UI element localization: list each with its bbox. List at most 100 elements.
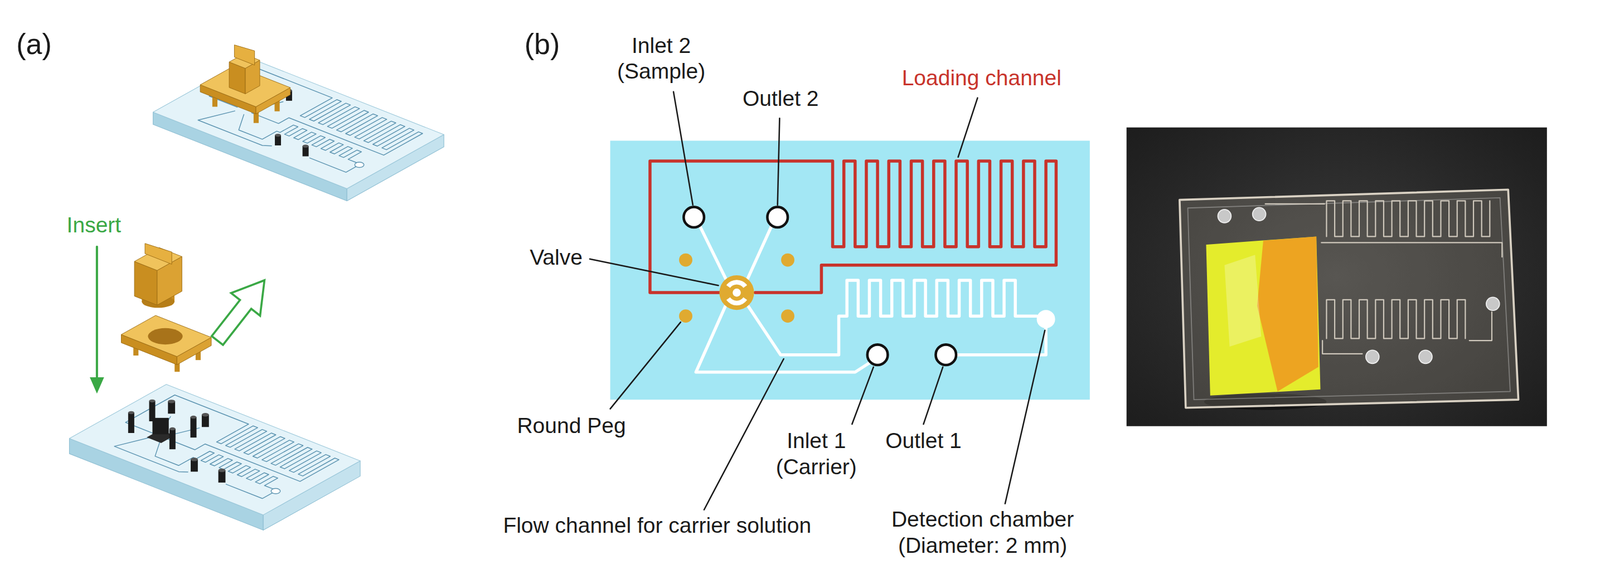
round-peg xyxy=(781,309,795,323)
flow-channel xyxy=(748,280,1037,356)
port-post xyxy=(167,399,176,404)
chip-photo xyxy=(1179,189,1519,409)
port-hole xyxy=(867,344,889,366)
chip-top xyxy=(69,384,361,516)
flow-channel xyxy=(700,226,728,283)
base-chip xyxy=(69,384,361,531)
photo-port xyxy=(1418,350,1433,364)
holder-hole xyxy=(147,328,183,345)
valve-slot xyxy=(732,288,741,298)
leader-line xyxy=(673,91,693,206)
port-post xyxy=(167,401,176,414)
loading-channel xyxy=(650,161,1056,293)
valve-knob-fin xyxy=(144,243,172,265)
photo-background xyxy=(1126,127,1548,427)
leader-line xyxy=(704,359,784,511)
round-peg xyxy=(781,253,795,268)
leader-line xyxy=(851,367,874,425)
leader-line xyxy=(610,322,681,410)
leader-line xyxy=(923,367,943,425)
photo-channel xyxy=(1321,242,1502,258)
insert-parts xyxy=(121,243,212,372)
port-post xyxy=(201,413,210,417)
round-peg xyxy=(128,412,135,434)
valve-photo xyxy=(1205,236,1321,396)
callout-label: Detection chamber (Diameter: 2 mm) xyxy=(871,506,1095,560)
port-hole xyxy=(683,206,705,228)
photo-channel xyxy=(1265,203,1325,205)
leader-line xyxy=(777,118,780,206)
detection-chamber xyxy=(270,488,280,494)
channel-line xyxy=(309,157,357,173)
assemble-arrow xyxy=(202,269,279,353)
detection-chamber xyxy=(354,162,364,168)
port-post xyxy=(201,414,210,428)
port-post xyxy=(190,459,198,472)
port-post xyxy=(218,468,226,473)
channel-line xyxy=(197,110,272,147)
valve-photo-shade xyxy=(1257,236,1319,392)
channel-line xyxy=(125,395,339,482)
insert-arrow xyxy=(95,246,99,380)
callout-label: Inlet 1 (Carrier) xyxy=(763,428,870,481)
round-peg xyxy=(190,417,197,439)
photo-channel xyxy=(1326,200,1490,237)
photo-port xyxy=(1486,297,1500,311)
port-hole xyxy=(935,344,957,366)
round-peg xyxy=(190,415,197,419)
callout-label: Flow channel for carrier solution xyxy=(502,512,812,540)
port-post xyxy=(274,133,281,137)
detection-chamber xyxy=(1036,309,1056,329)
valve-photo-highlight xyxy=(1224,254,1262,347)
photo-channel xyxy=(1326,299,1466,339)
valve-slot xyxy=(726,297,748,306)
leader-line xyxy=(1005,330,1045,504)
round-peg xyxy=(169,429,176,450)
panel-label: (b) xyxy=(524,26,561,62)
callout-label: Valve xyxy=(529,244,583,271)
round-peg xyxy=(679,253,693,268)
chip-schematic xyxy=(589,91,1090,511)
flow-channel xyxy=(956,328,1046,356)
round-peg xyxy=(679,309,693,323)
photo-port xyxy=(1252,207,1267,221)
insert-arrowhead xyxy=(89,377,105,394)
arrow-label: Insert xyxy=(66,212,122,239)
valve-knob-fin xyxy=(234,45,255,66)
photo-channel xyxy=(1469,312,1492,341)
photo-port xyxy=(1365,350,1380,364)
round-peg xyxy=(149,400,156,422)
photo-port xyxy=(1218,209,1232,223)
round-peg xyxy=(128,411,135,415)
channel-line xyxy=(225,484,273,499)
callout-label: Outlet 2 xyxy=(742,85,819,113)
port-post xyxy=(218,470,226,483)
chip-body xyxy=(610,140,1090,400)
port-hole xyxy=(767,206,788,228)
round-peg xyxy=(149,399,156,403)
photo-channel xyxy=(1322,340,1362,355)
chip-rim xyxy=(1188,197,1511,400)
panel-label: (a) xyxy=(16,26,52,62)
device-photo xyxy=(1126,127,1548,427)
channel-line xyxy=(114,437,188,473)
callout-label: Inlet 2 (Sample) xyxy=(608,32,715,86)
callout-label: Loading channel xyxy=(902,65,1062,92)
leader-line xyxy=(589,259,719,286)
insert-arrows xyxy=(89,246,279,394)
callout-label: Round Peg xyxy=(516,413,626,440)
port-post xyxy=(302,144,309,148)
chip-top xyxy=(153,57,445,189)
round-peg xyxy=(169,427,176,431)
leader-line xyxy=(958,98,978,158)
valve-slot xyxy=(726,279,748,288)
gold-part xyxy=(121,315,212,357)
port-post xyxy=(190,457,198,462)
callout-label: Outlet 1 xyxy=(885,428,962,455)
valve-rotor xyxy=(719,275,754,310)
assembled-chip xyxy=(153,45,445,202)
flow-channel xyxy=(745,226,772,283)
